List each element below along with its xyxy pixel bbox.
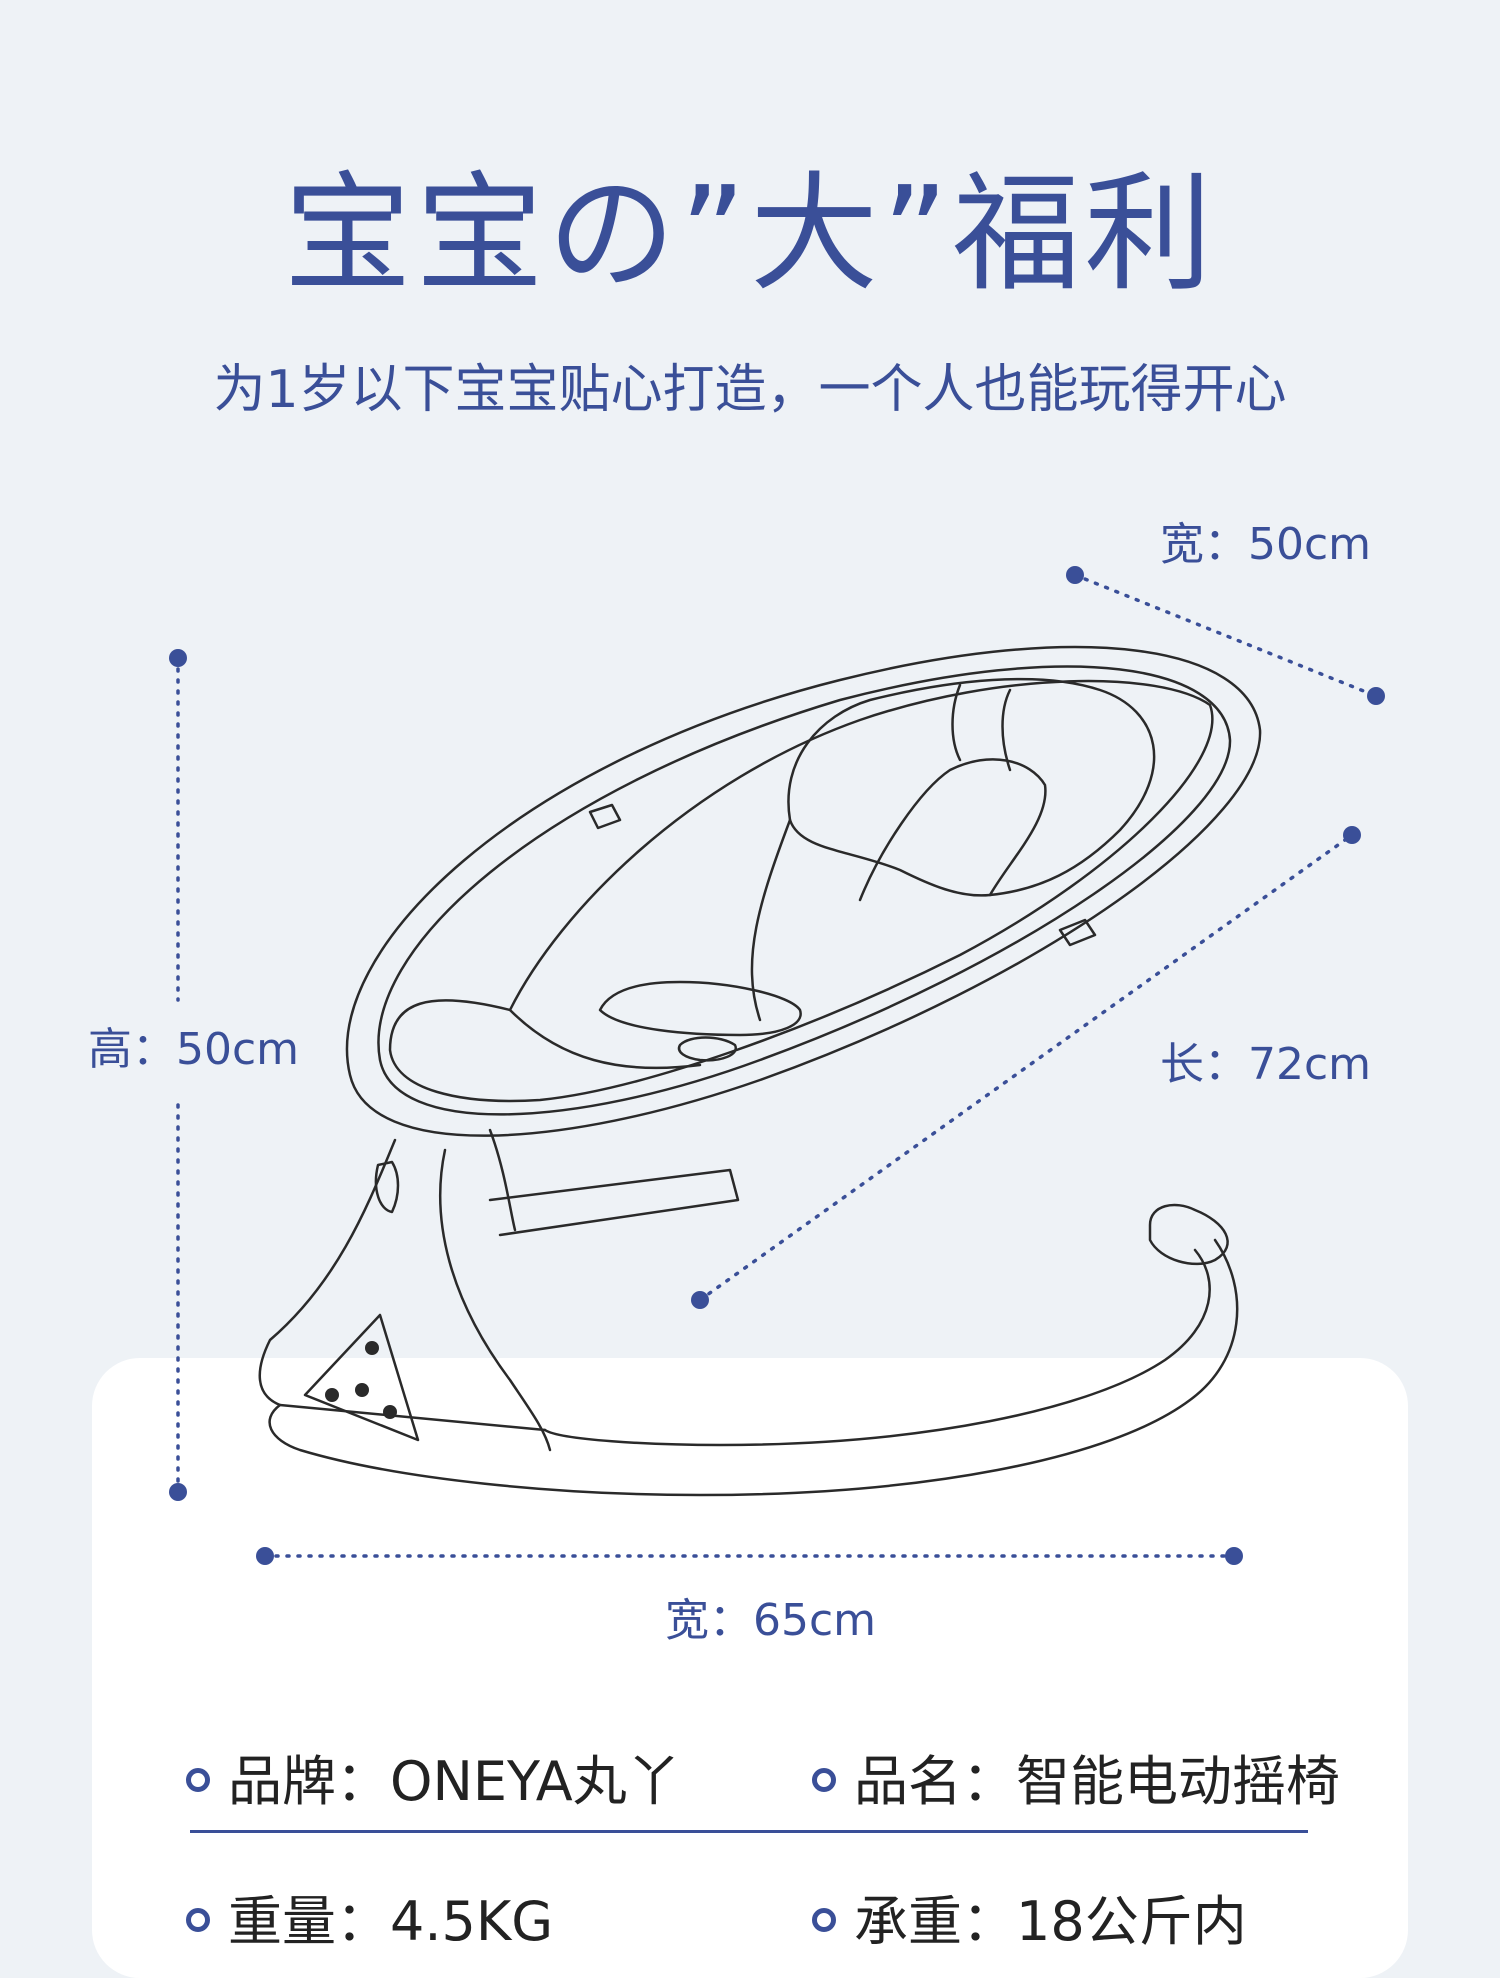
baby-rocker-illustration <box>169 566 1385 1565</box>
bullet-icon <box>812 1908 836 1932</box>
spec-load-capacity: 承重：18公斤内 <box>812 1892 1247 1952</box>
spec-card <box>92 1358 1408 1978</box>
bullet-icon <box>186 1768 210 1792</box>
spec-product-name: 品名：智能电动摇椅 <box>812 1752 1340 1812</box>
bullet-icon <box>186 1908 210 1932</box>
bullet-icon <box>812 1768 836 1792</box>
page-subtitle: 为1岁以下宝宝贴心打造，一个人也能玩得开心 <box>213 360 1287 420</box>
spec-weight: 重量：4.5KG <box>186 1892 553 1952</box>
dimension-width-bottom: 宽：65cm <box>665 1595 877 1646</box>
dimension-length: 长：72cm <box>1160 1039 1372 1090</box>
dimension-width-top: 宽：50cm <box>1160 519 1372 570</box>
page-title: 宝宝の”大”福利 <box>283 160 1217 309</box>
spec-brand: 品牌：ONEYA丸丫 <box>186 1752 681 1812</box>
spec-divider <box>190 1830 1308 1833</box>
dimension-height: 高：50cm <box>88 1024 300 1075</box>
